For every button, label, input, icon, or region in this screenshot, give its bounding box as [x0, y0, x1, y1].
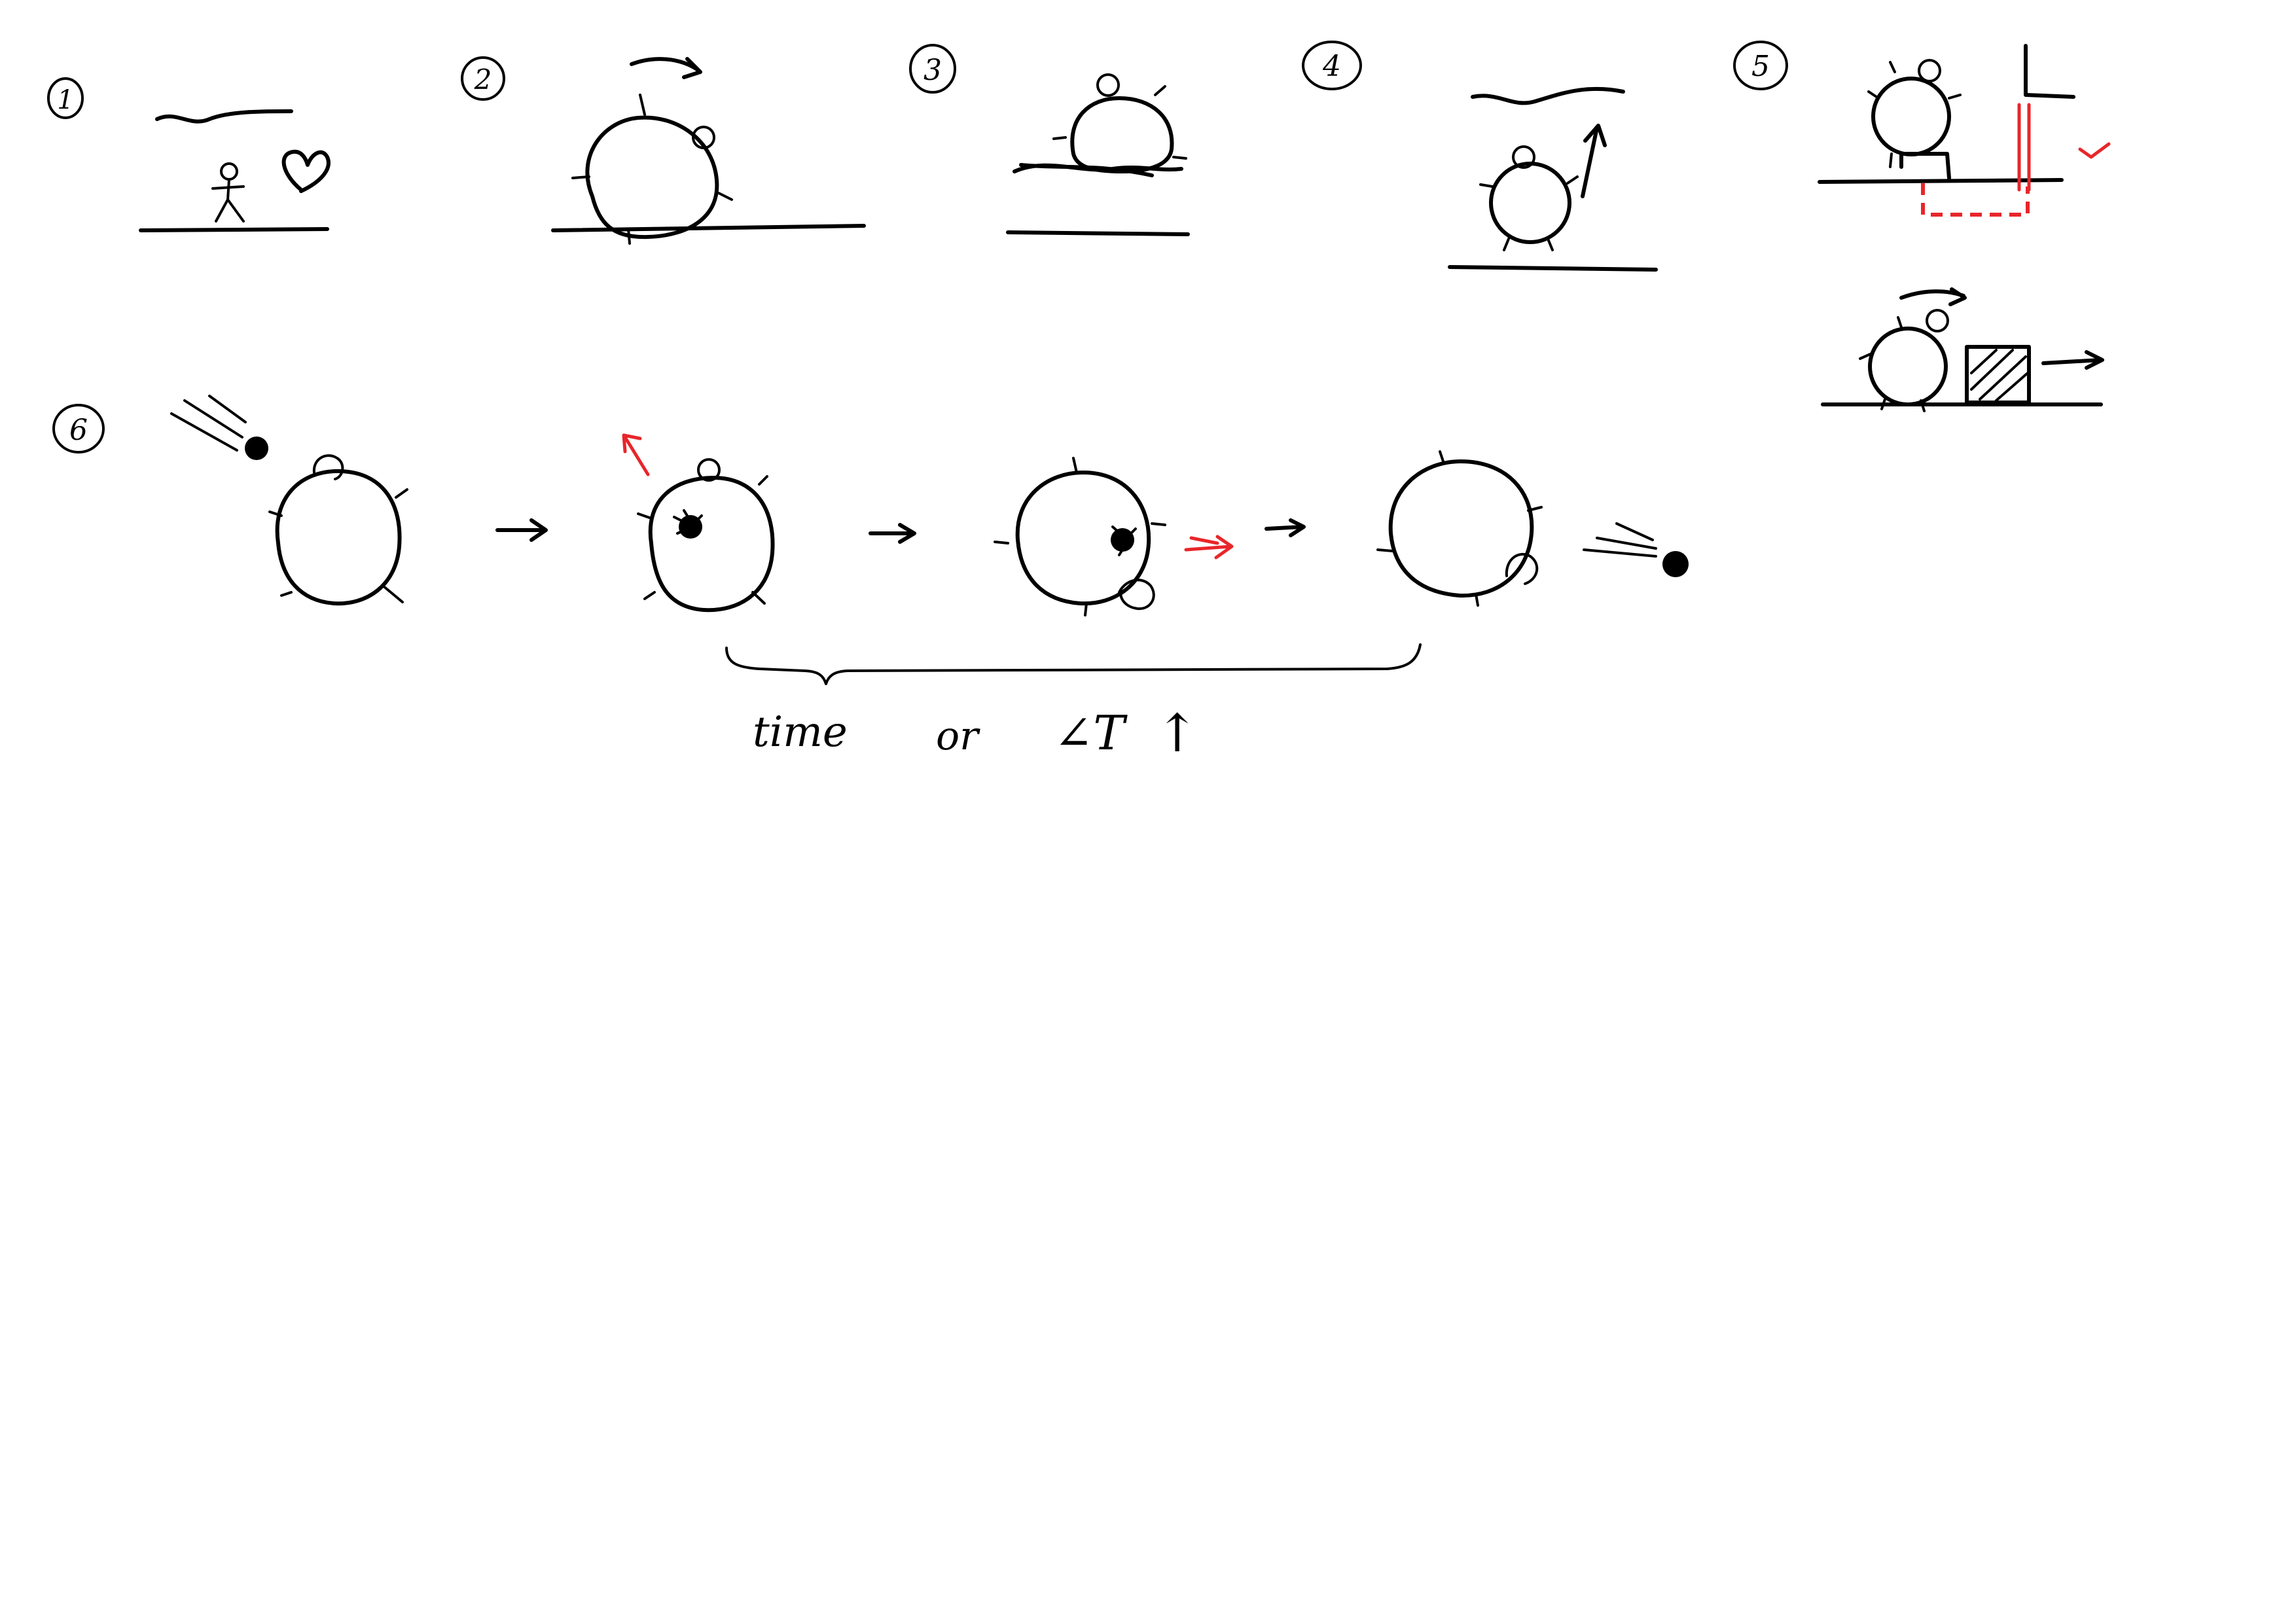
panel-number-badge: 1 — [47, 77, 84, 119]
blob-character-stage-2 — [637, 458, 775, 613]
blob-character-stage-1 — [268, 454, 408, 606]
rotate-left-arrow-icon — [622, 433, 650, 476]
release-arrow-icon — [1184, 535, 1234, 560]
rotation-arrow-icon — [1899, 287, 1967, 306]
panel-number-5: 5 — [1751, 50, 1770, 83]
ground-line — [551, 224, 866, 232]
panel-number-badge: 4 — [1302, 41, 1362, 90]
panel-number-badge: 3 — [909, 44, 956, 94]
sequence-arrow-icon — [869, 523, 916, 544]
caption-angle-t: ∠T — [1054, 705, 1128, 760]
sequence-arrow-icon — [1265, 518, 1306, 537]
panel-number-3: 3 — [924, 54, 942, 87]
wave-line — [1471, 86, 1625, 105]
panel-number-badge: 6 — [52, 404, 105, 454]
panel-number-badge: 5 — [1733, 41, 1788, 90]
checkmark-icon — [2078, 142, 2111, 159]
rotation-arrow-icon — [630, 57, 702, 79]
panel-number-6: 6 — [69, 414, 88, 447]
panel-5: 5 — [1733, 41, 2111, 412]
blob-character-stage-4 — [1376, 450, 1543, 607]
pushed-box — [1965, 345, 2031, 404]
panel-number-4: 4 — [1322, 50, 1341, 83]
blob-character-stage-3 — [994, 457, 1166, 616]
ground-line — [139, 227, 329, 232]
ground-line — [1448, 265, 1658, 272]
wall-highlight — [2017, 103, 2031, 192]
sequence-arrow-icon — [495, 518, 548, 542]
curly-brace — [725, 643, 1422, 685]
flattened-blob-character — [1052, 73, 1187, 173]
panel-3: 3 — [909, 44, 1190, 236]
ground-line — [1818, 178, 2064, 184]
blob-character — [571, 94, 733, 245]
panel-1: 1 — [47, 77, 331, 232]
heart-icon — [281, 149, 331, 193]
wall-post — [2024, 44, 2075, 99]
squash-wave — [1013, 163, 1183, 177]
motion-lines — [1583, 522, 1657, 558]
motion-lines — [170, 395, 247, 452]
jump-up-arrow-icon — [1581, 124, 1607, 198]
panel-number-1: 1 — [57, 85, 73, 115]
projectile-ball-icon — [245, 437, 268, 460]
blob-character — [1867, 59, 1962, 168]
caption-time: time — [753, 708, 848, 757]
caption-increase-arrow: ↑ — [1155, 703, 1199, 764]
panel-number-badge: 2 — [461, 56, 505, 101]
panel-number-2: 2 — [474, 63, 492, 96]
projectile-ball-icon — [1662, 551, 1689, 577]
ground-line — [1006, 230, 1190, 236]
caption-or: or — [936, 713, 980, 759]
blob-character — [1859, 309, 1949, 412]
panel-6: 6 — [52, 395, 1689, 764]
embedded-ball-icon — [1111, 528, 1134, 552]
stick-figure-icon — [211, 162, 245, 223]
blob-character — [1479, 145, 1579, 251]
pit-outline — [1921, 183, 2030, 217]
step-block — [1899, 152, 1951, 180]
push-arrow-icon — [2041, 350, 2104, 370]
panel-4: 4 — [1302, 41, 1658, 272]
panel-2: 2 — [461, 56, 866, 245]
wave-line — [155, 109, 293, 124]
